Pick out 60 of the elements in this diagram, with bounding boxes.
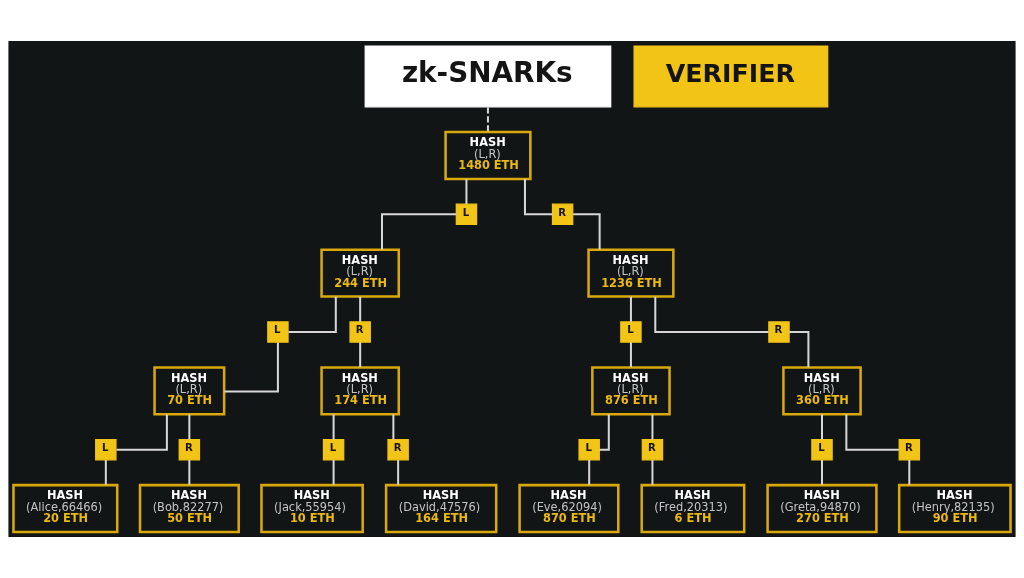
connector xyxy=(359,342,362,368)
connector xyxy=(332,459,335,485)
node-box: HASH (L,R) 174 ETH xyxy=(320,366,401,416)
connector xyxy=(651,459,654,485)
node-box: HASH (Greta,94870) 270 ETH xyxy=(766,483,878,534)
node-box: HASH (David,47576) 164 ETH xyxy=(384,483,498,534)
node-box: HASH (L,R) 244 ETH xyxy=(320,248,401,298)
connector xyxy=(629,296,632,322)
connector xyxy=(523,179,553,216)
node-box: R xyxy=(349,321,371,343)
node-box: L xyxy=(322,438,345,461)
connector xyxy=(654,296,769,334)
node-box: HASH (Henry,82135) 90 ETH xyxy=(897,483,1012,534)
node-box: R xyxy=(387,438,409,461)
connector xyxy=(486,107,489,132)
node-box: HASH (Bob,82277) 50 ETH xyxy=(138,483,240,534)
node-box: HASH (L,R) 1236 ETH xyxy=(587,248,675,298)
connector xyxy=(288,296,337,334)
node-box: VERIFIER xyxy=(633,45,829,108)
node-box: HASH (Alice,66466) 20 ETH xyxy=(12,483,119,534)
node-box: HASH (Eve,62094) 870 ETH xyxy=(518,483,620,534)
connector xyxy=(588,459,591,485)
connector xyxy=(465,179,468,205)
connector xyxy=(821,414,823,440)
node-box: L xyxy=(267,321,289,343)
node-box: R xyxy=(551,203,574,226)
node-box: L xyxy=(620,321,642,343)
node-box: HASH (Fred,20313) 6 ETH xyxy=(640,483,746,534)
node-box: L xyxy=(578,438,600,461)
node-box: HASH (L,R) 1480 ETH xyxy=(444,130,532,181)
connector xyxy=(224,342,279,393)
connector xyxy=(381,213,457,250)
connector xyxy=(821,459,823,485)
node-box: HASH (L,R) 70 ETH xyxy=(153,366,226,416)
connector xyxy=(845,414,899,451)
connector xyxy=(188,414,191,440)
node-box: HASH (L,R) 876 ETH xyxy=(591,366,671,416)
node-box: R xyxy=(768,321,790,343)
connector xyxy=(116,414,168,451)
connector xyxy=(332,414,335,440)
connector xyxy=(789,331,810,368)
connector xyxy=(599,414,610,451)
connector xyxy=(629,342,632,368)
node-box: R xyxy=(178,438,201,461)
connector xyxy=(908,459,911,485)
node-box: HASH (Jack,55954) 10 ETH xyxy=(260,483,364,534)
node-box: HASH (L,R) 360 ETH xyxy=(782,366,862,416)
connector xyxy=(188,459,191,485)
node-box: L xyxy=(95,438,117,461)
connector xyxy=(397,459,400,485)
node-box: zk-SNARKs xyxy=(364,45,612,108)
node-box: L xyxy=(811,438,833,461)
node-box: R xyxy=(898,438,921,461)
connector xyxy=(573,213,601,250)
connector xyxy=(392,414,395,440)
node-box: R xyxy=(641,438,664,461)
connector xyxy=(651,414,654,440)
connector xyxy=(359,296,362,322)
node-box: L xyxy=(455,203,478,226)
connector xyxy=(104,459,107,485)
